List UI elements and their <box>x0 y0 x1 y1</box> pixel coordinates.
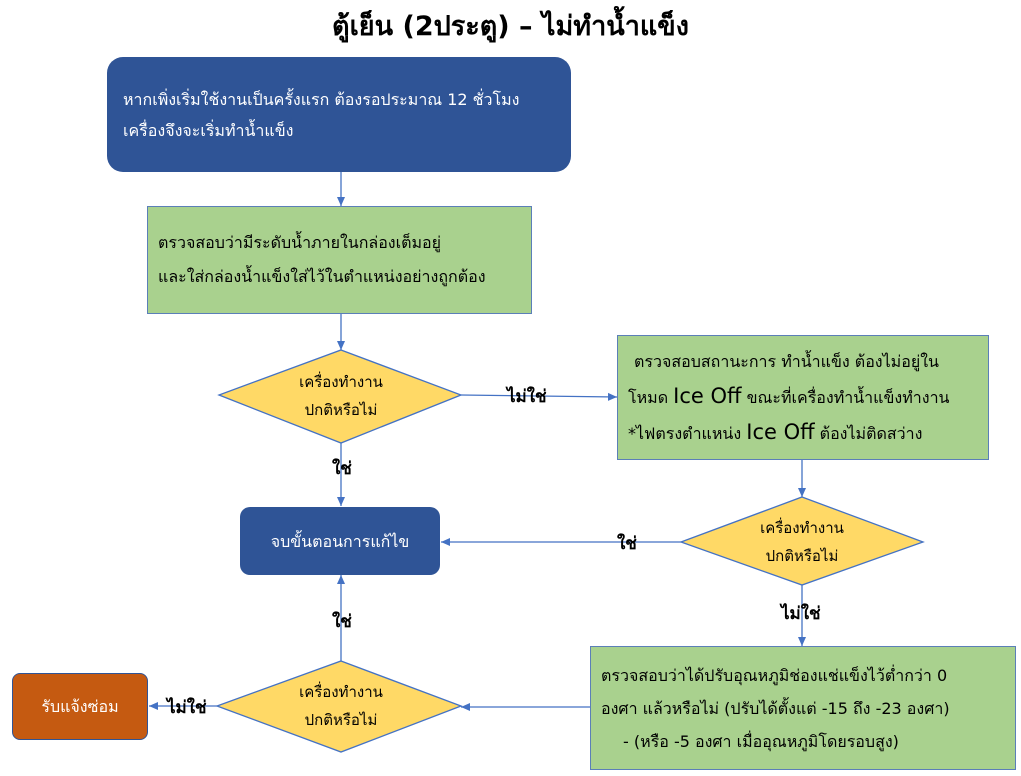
decision3-text: เครื่องทำงาน ปกติหรือไม่ <box>261 678 421 734</box>
label-yes-decision3: ใช่ <box>332 612 352 632</box>
step4-line1: ตรวจสอบว่าได้ปรับอุณหภูมิช่องแช่แข็งไว้ต… <box>601 665 948 685</box>
step2-line1: ตรวจสอบว่ามีระดับน้ำภายในกล่องเต็มอยู่ <box>158 233 442 252</box>
decision2-line1: เครื่องทำงาน <box>760 519 844 537</box>
decision-diamond-3 <box>215 660 463 753</box>
label-yes-decision2: ใช่ <box>617 534 637 554</box>
decision-diamond-2 <box>679 496 925 586</box>
step1-line2: เครื่องจึงจะเริ่มทำน้ำแข็ง <box>123 120 294 140</box>
decision1-line1: เครื่องทำงาน <box>299 373 383 391</box>
arrow-decision1-to-step3 <box>460 392 618 401</box>
decision3-line1: เครื่องทำงาน <box>299 683 383 701</box>
label-yes-decision1: ใช่ <box>332 459 352 479</box>
decision1-text: เครื่องทำงาน ปกติหรือไม่ <box>261 368 421 424</box>
decision1-line2: ปกติหรือไม่ <box>304 401 378 419</box>
repair-box: รับแจ้งซ่อม <box>12 673 148 740</box>
label-no-decision2: ไม่ใช่ <box>781 604 821 624</box>
step4-line3: - (หรือ -5 องศา เมื่ออุณหภูมิโดยรอบสูง) <box>623 731 899 751</box>
step4-box: ตรวจสอบว่าได้ปรับอุณหภูมิช่องแช่แข็งไว้ต… <box>590 646 1016 770</box>
decision2-line2: ปกติหรือไม่ <box>765 547 839 565</box>
step3-box: ตรวจสอบสถานะการ ทำน้ำแข็ง ต้องไม่อยู่ใน … <box>617 335 989 460</box>
repair-box-label: รับแจ้งซ่อม <box>41 697 119 716</box>
end-box-label: จบขั้นตอนการแก้ไข <box>270 531 410 551</box>
end-box: จบขั้นตอนการแก้ไข <box>240 507 440 575</box>
decision2-text: เครื่องทำงาน ปกติหรือไม่ <box>722 514 882 570</box>
ice-off-light-text: Ice Off <box>746 420 815 444</box>
decision3-line2: ปกติหรือไม่ <box>304 711 378 729</box>
step3-line3: *ไฟตรงตำแหน่ง Ice Off ต้องไม่ติดสว่าง <box>628 420 923 444</box>
step4-line2: องศา แล้วหรือไม่ (ปรับได้ตั้งแต่ -15 ถึง… <box>601 698 950 718</box>
label-no-decision1: ไม่ใช่ <box>507 387 547 407</box>
step1-line1: หากเพิ่งเริ่มใช้งานเป็นครั้งแรก ต้องรอปร… <box>123 89 520 109</box>
step1-box: หากเพิ่งเริ่มใช้งานเป็นครั้งแรก ต้องรอปร… <box>107 57 571 172</box>
step3-line2: โหมด Ice Off ขณะที่เครื่องทำน้ำแข็งทำงาน <box>628 384 950 408</box>
step3-line1: ตรวจสอบสถานะการ ทำน้ำแข็ง ต้องไม่อยู่ใน <box>634 352 939 371</box>
ice-off-mode-text: Ice Off <box>673 384 742 408</box>
page-title: ตู้เย็น (2ประตู) – ไม่ทำน้ำแข็ง <box>332 11 689 42</box>
step2-box: ตรวจสอบว่ามีระดับน้ำภายในกล่องเต็มอยู่ แ… <box>147 206 532 314</box>
step2-line2: และใส่กล่องน้ำแข็งใส่ไว้ในตำแหน่งอย่างถู… <box>158 267 486 286</box>
label-no-decision3: ไม่ใช่ <box>167 698 207 718</box>
decision-diamond-1 <box>217 349 463 444</box>
